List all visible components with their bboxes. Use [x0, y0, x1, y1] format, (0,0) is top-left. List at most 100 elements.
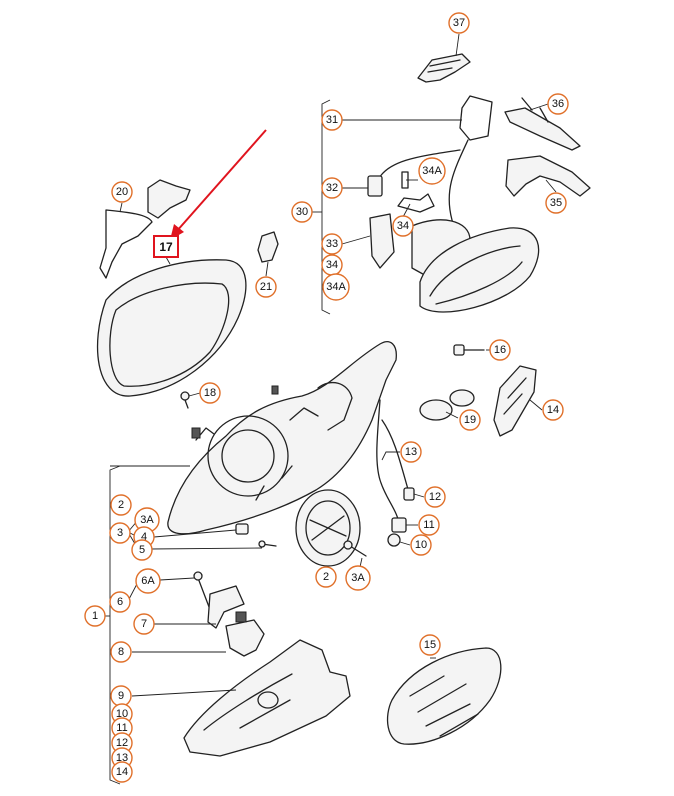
- svg-text:15: 15: [424, 639, 436, 651]
- svg-text:9: 9: [118, 690, 124, 702]
- callout-14-left: 14: [111, 761, 133, 783]
- callout-2-mid: 2: [315, 566, 337, 588]
- callout-33: 33: [321, 233, 343, 255]
- svg-text:37: 37: [453, 17, 465, 29]
- svg-text:34A: 34A: [326, 281, 346, 293]
- wire-harness-drawing: [376, 399, 415, 547]
- svg-text:18: 18: [204, 387, 216, 399]
- part-2-disc-drawing: [295, 489, 361, 567]
- callout-31: 31: [321, 109, 343, 131]
- svg-text:35: 35: [550, 197, 562, 209]
- callout-13-right: 13: [400, 441, 422, 463]
- part-8-motor-drawing: [225, 611, 265, 657]
- part-6-7-bracket-drawing: [193, 571, 245, 629]
- part-20-drawing: [99, 179, 191, 279]
- svg-text:12: 12: [429, 491, 441, 503]
- callout-20: 20: [111, 181, 133, 203]
- part-9-lower-housing-drawing: [183, 639, 351, 757]
- svg-text:19: 19: [464, 414, 476, 426]
- part-35-drawing: [505, 155, 591, 197]
- callout-21: 21: [255, 276, 277, 298]
- callout-11-right: 11: [418, 514, 440, 536]
- part-3a-screw-drawing: [343, 540, 367, 557]
- svg-text:4: 4: [141, 531, 147, 543]
- callout-10-right: 10: [410, 534, 432, 556]
- svg-text:31: 31: [326, 114, 338, 126]
- callout-3a-mid: 3A: [345, 565, 371, 591]
- callout-34-mid: 34: [321, 254, 343, 276]
- part-30-indicator-drawing: [411, 219, 540, 313]
- callout-32: 32: [321, 177, 343, 199]
- part-37-drawing: [417, 53, 471, 83]
- callout-34a-top: 34A: [418, 157, 446, 185]
- callout-15: 15: [419, 634, 441, 656]
- callout-7: 7: [133, 613, 155, 635]
- part-15-mirror-glass-drawing: [386, 647, 502, 745]
- callout-14-right: 14: [542, 399, 564, 421]
- part-21-drawing: [257, 231, 279, 263]
- wiring-loom-drawing: [367, 95, 493, 269]
- svg-text:11: 11: [116, 722, 127, 734]
- svg-text:20: 20: [116, 186, 128, 198]
- callout-35: 35: [545, 192, 567, 214]
- svg-text:3A: 3A: [140, 514, 154, 526]
- svg-text:32: 32: [326, 182, 338, 194]
- callout-18: 18: [199, 382, 221, 404]
- svg-text:34: 34: [397, 220, 409, 232]
- svg-text:11: 11: [423, 519, 434, 531]
- svg-text:12: 12: [116, 737, 128, 749]
- callout-2-left: 2: [110, 494, 132, 516]
- part-4-5-drawing: [235, 523, 277, 548]
- svg-text:7: 7: [141, 618, 147, 630]
- callout-37: 37: [448, 12, 470, 34]
- svg-text:10: 10: [415, 539, 427, 551]
- callout-16: 16: [489, 339, 511, 361]
- part-18-screw-drawing: [180, 391, 190, 409]
- svg-text:2: 2: [118, 499, 124, 511]
- callout-9: 9: [110, 685, 132, 707]
- callout-36: 36: [547, 93, 569, 115]
- svg-text:34A: 34A: [422, 165, 442, 177]
- svg-text:13: 13: [405, 446, 417, 458]
- callout-17-highlighted: 17: [153, 235, 179, 258]
- callout-8: 8: [110, 641, 132, 663]
- svg-text:17: 17: [159, 240, 173, 254]
- svg-text:34: 34: [326, 259, 338, 271]
- callout-34a-bot: 34A: [322, 273, 350, 301]
- callout-3: 3: [109, 522, 131, 544]
- callout-6a: 6A: [135, 568, 161, 594]
- part-14-cover-drawing: [493, 365, 537, 437]
- svg-text:3: 3: [117, 527, 123, 539]
- part-19-drawing: [419, 389, 475, 421]
- svg-text:33: 33: [326, 238, 338, 250]
- callout-6: 6: [109, 591, 131, 613]
- svg-text:6A: 6A: [141, 575, 155, 587]
- svg-text:30: 30: [296, 206, 308, 218]
- svg-text:6: 6: [117, 596, 123, 608]
- svg-text:13: 13: [116, 752, 128, 764]
- svg-text:14: 14: [116, 766, 128, 778]
- highlight-arrow: [170, 129, 267, 240]
- callout-19: 19: [459, 409, 481, 431]
- callout-30: 30: [291, 201, 313, 223]
- callout-1: 1: [84, 605, 106, 627]
- svg-text:1: 1: [92, 610, 98, 622]
- svg-text:8: 8: [118, 646, 124, 658]
- svg-text:14: 14: [547, 404, 559, 416]
- mirror-base-assembly-drawing: [167, 341, 397, 535]
- svg-text:3A: 3A: [351, 572, 365, 584]
- svg-text:2: 2: [323, 571, 329, 583]
- svg-text:10: 10: [116, 708, 128, 720]
- callout-12-left: 12: [111, 732, 133, 754]
- svg-text:16: 16: [494, 344, 506, 356]
- svg-text:5: 5: [139, 544, 145, 556]
- svg-text:36: 36: [552, 98, 564, 110]
- callout-34-top: 34: [392, 215, 414, 237]
- part-16-screw-drawing: [453, 344, 485, 356]
- part-17-housing-cap-drawing: [96, 259, 247, 397]
- callout-5: 5: [131, 539, 153, 561]
- svg-text:21: 21: [260, 281, 272, 293]
- part-36-drawing: [504, 97, 581, 151]
- callout-12-right: 12: [424, 486, 446, 508]
